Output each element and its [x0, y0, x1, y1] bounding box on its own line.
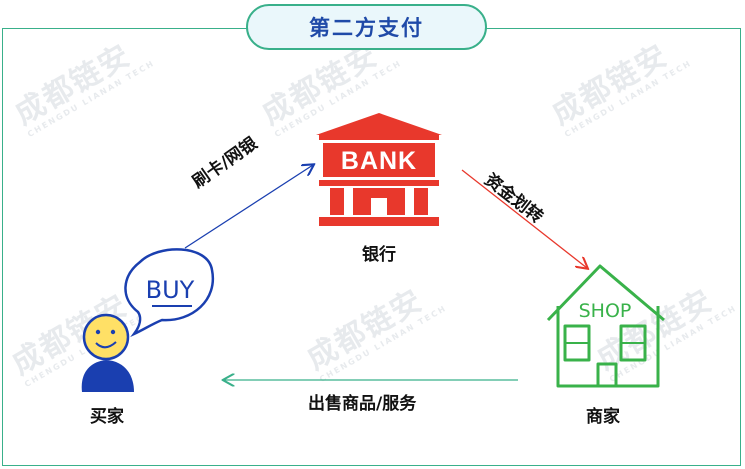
buyer-label: 买家: [90, 407, 124, 427]
buyer-icon: BUY: [81, 248, 215, 392]
edge-label-merchant-to-buyer: 出售商品/服务: [308, 394, 417, 414]
bank-icon: BANK: [316, 113, 442, 226]
bank-sign-text: BANK: [341, 147, 417, 175]
bank-label: 银行: [362, 245, 396, 265]
arrow-bank-to-merchant: [461, 169, 587, 268]
shop-sign-text: SHOP: [579, 300, 632, 322]
buyer-bubble-text: BUY: [146, 276, 195, 304]
diagram-title: 第二方支付: [246, 4, 487, 50]
shop-icon: [546, 264, 665, 388]
arrow-buyer-to-bank: [184, 165, 313, 249]
merchant-label: 商家: [586, 407, 620, 427]
bank-door: [371, 198, 387, 215]
